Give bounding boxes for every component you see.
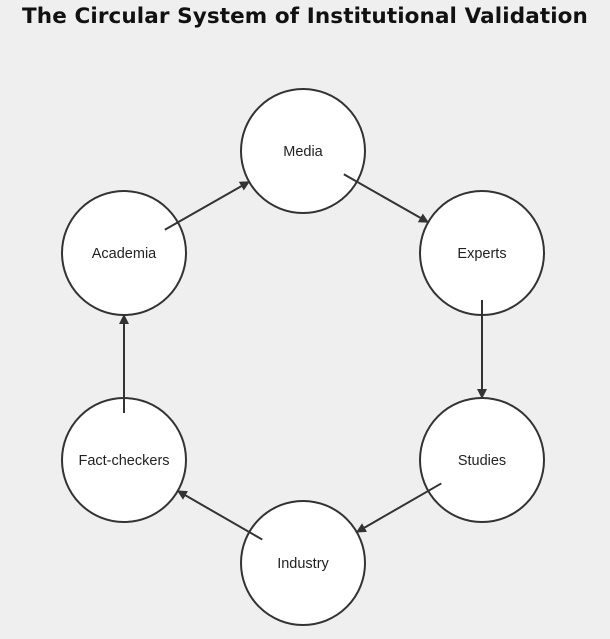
node-label: Experts — [457, 246, 506, 262]
arrow-industry-to-fact-checkers — [176, 490, 263, 541]
node-studies: Studies — [419, 397, 545, 523]
node-circle — [240, 88, 366, 214]
node-circle — [240, 500, 366, 626]
node-media: Media — [240, 88, 366, 214]
node-fact-checkers: Fact-checkers — [61, 397, 187, 523]
node-label: Studies — [458, 453, 506, 469]
node-industry: Industry — [240, 500, 366, 626]
arrow-studies-to-industry — [355, 482, 442, 533]
node-label: Academia — [92, 246, 157, 262]
node-academia: Academia — [61, 190, 187, 316]
node-label: Fact-checkers — [78, 453, 169, 469]
arrow-media-to-experts — [343, 173, 430, 224]
node-experts: Experts — [419, 190, 545, 316]
node-label: Industry — [277, 556, 329, 572]
arrow-academia-to-media — [164, 180, 251, 231]
node-label: Media — [283, 144, 323, 160]
diagram-title: The Circular System of Institutional Val… — [22, 4, 588, 29]
